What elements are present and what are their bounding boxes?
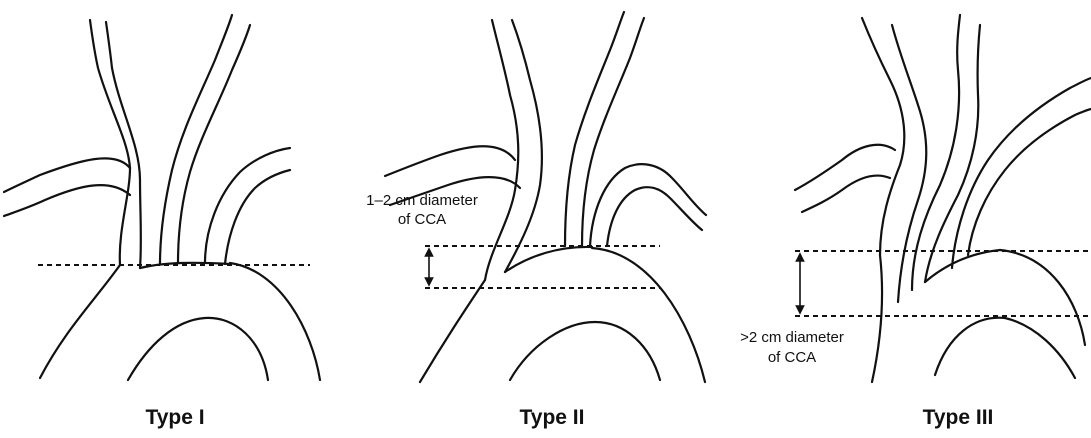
- diameter-annotation-line-1: >2 cm diameter: [740, 329, 844, 346]
- left-common-carotid-artery: [565, 12, 644, 246]
- left-common-carotid-artery: [160, 15, 250, 264]
- type-label: Type III: [923, 406, 994, 429]
- diameter-annotation-line-2: of CCA: [398, 211, 446, 228]
- type-label: Type I: [145, 406, 204, 429]
- left-subclavian-artery: [205, 148, 290, 264]
- panel-type-1: Type I: [4, 15, 320, 429]
- panel-type-2: 1–2 cm diameter of CCA Type II: [366, 12, 706, 429]
- diameter-annotation-line-1: 1–2 cm diameter: [366, 192, 478, 209]
- brachiocephalic-trunk: [90, 20, 141, 268]
- diameter-annotation-line-2: of CCA: [768, 349, 816, 366]
- right-subclavian-artery: [4, 158, 130, 216]
- left-subclavian-artery: [590, 164, 706, 246]
- brachiocephalic-trunk: [485, 20, 542, 280]
- right-subclavian-artery: [795, 145, 895, 212]
- aortic-arch: [40, 263, 320, 380]
- panel-type-3: >2 cm diameter of CCA Type III: [740, 15, 1091, 429]
- brachiocephalic-trunk: [862, 18, 926, 302]
- aortic-arch: [420, 247, 705, 382]
- type-label: Type II: [520, 406, 585, 429]
- left-subclavian-artery: [952, 78, 1091, 268]
